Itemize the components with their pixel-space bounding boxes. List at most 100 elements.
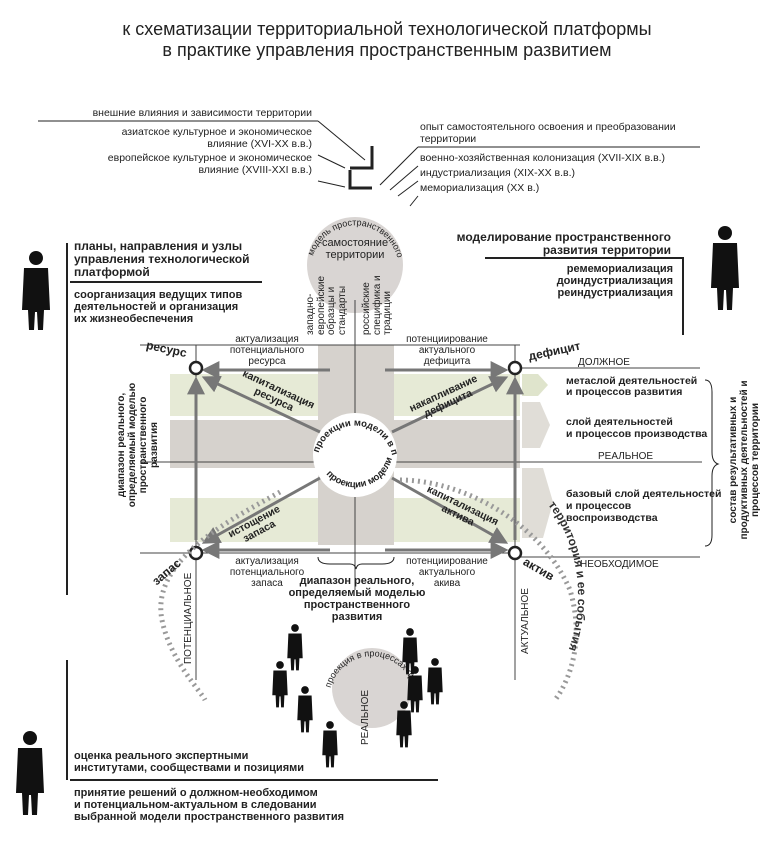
layer-chevron-1 bbox=[522, 374, 548, 396]
node-deficit bbox=[507, 360, 523, 376]
composition-line2: продуктивных деятельностей и bbox=[739, 380, 750, 540]
western-line1: западно- bbox=[305, 293, 316, 335]
plans-label-line2: управления технологической bbox=[74, 252, 250, 266]
european-influence-line2: влияние (XVIII-XXI в.в.) bbox=[198, 164, 312, 176]
pot-deficit-line3: дефицита bbox=[423, 356, 471, 367]
decision-circle bbox=[332, 648, 412, 728]
modeling-label-line1: моделирование пространственного bbox=[456, 230, 671, 244]
asian-influence-line1: азиатское культурное и экономическое bbox=[121, 126, 312, 138]
necessary-label: НЕОБХОДИМОЕ bbox=[580, 559, 659, 570]
plans-label-line1: планы, направления и узлы bbox=[74, 239, 243, 253]
self-standing-line1: самостояние bbox=[321, 237, 389, 249]
pot-deficit-label: потенциирование актуального дефицита bbox=[392, 334, 502, 367]
person-icon-bottom-left bbox=[16, 731, 44, 815]
act-reserve-line3: запаса bbox=[251, 578, 283, 589]
pot-asset-line1: потенциирование bbox=[406, 556, 488, 567]
act-reserve-line1: актуализация bbox=[235, 556, 299, 567]
diagram-title-line2: в практике управления пространственным р… bbox=[162, 40, 612, 60]
bottom-range-line4: развития bbox=[331, 611, 383, 623]
org-label-line1: соорганизация ведущих типов bbox=[74, 289, 243, 301]
evaluation-line1: оценка реального экспертными bbox=[74, 750, 249, 762]
real-label: РЕАЛЬНОЕ bbox=[598, 451, 654, 462]
act-reserve-line2: потенциального bbox=[229, 567, 305, 578]
influence-bracket-bottom bbox=[348, 170, 372, 190]
dotted-arc-left bbox=[158, 489, 282, 702]
external-influences-label: внешние влияния и зависимости территории bbox=[92, 107, 312, 119]
composition-line1: состав результативных и bbox=[728, 396, 739, 524]
layer3-line3: воспроизводства bbox=[566, 512, 658, 524]
left-range-line2: определяемый моделью bbox=[127, 382, 138, 508]
person-icon-top-left bbox=[22, 251, 50, 330]
actual-label: АКТУАЛЬНОЕ bbox=[520, 588, 531, 654]
layers-brace bbox=[704, 379, 720, 547]
pot-asset-label: потенциирование актуального акива bbox=[392, 556, 502, 589]
bottom-range-line1: диапазон реального, bbox=[299, 575, 415, 587]
layer-chevron-3 bbox=[522, 468, 553, 538]
colonization-label: военно-хозяйственная колонизация (XVII-X… bbox=[420, 152, 666, 164]
bottom-range-line2: определяемый моделью bbox=[288, 587, 426, 599]
people-group-icon bbox=[272, 624, 443, 768]
western-standards-label: западно- европейские образцы и стандарты bbox=[305, 276, 348, 335]
european-influence-line1: европейское культурное и экономическое bbox=[107, 152, 312, 164]
russian-line3: традиции bbox=[382, 290, 393, 335]
layer1-line2: и процессов развития bbox=[566, 386, 683, 398]
industrialization-label: индустриализация (XIX-XX в.в.) bbox=[420, 167, 575, 179]
left-range-line1: диапазон реального, bbox=[116, 392, 127, 498]
evaluation-line2: институтами, сообществами и позициями bbox=[74, 762, 305, 774]
rememorialization-label: ремемориализация bbox=[566, 263, 673, 275]
node-reserve bbox=[188, 545, 204, 561]
asian-influence-line2: влияние (XVI-XX в.в.) bbox=[207, 138, 312, 150]
preindustrialization-label: доиндустриализация bbox=[556, 275, 673, 287]
russian-line1: российские bbox=[361, 282, 372, 335]
bottom-brace bbox=[317, 556, 395, 570]
layer3-line2: и процессов bbox=[566, 500, 632, 512]
western-line4: стандарты bbox=[336, 285, 348, 335]
composition-label: состав результативных и продуктивных дея… bbox=[728, 375, 761, 545]
bottom-range-line3: пространственного bbox=[303, 599, 411, 611]
self-development-line1: опыт самостоятельного освоения и преобра… bbox=[420, 121, 676, 133]
pot-deficit-line1: потенциирование bbox=[406, 334, 488, 345]
left-range-line4: развития bbox=[149, 422, 160, 468]
real-bottom-label: РЕАЛЬНОЕ bbox=[360, 689, 371, 745]
self-development-line2: территории bbox=[420, 133, 477, 145]
reindustrialization-label: реиндустриализация bbox=[557, 287, 673, 299]
pot-asset-line2: актуального bbox=[418, 567, 476, 578]
node-asset bbox=[507, 545, 523, 561]
decision-line2: и потенциальном-актуальном в следовании bbox=[74, 799, 317, 811]
layer-chevron-2 bbox=[522, 402, 550, 448]
influence-bracket-top bbox=[350, 146, 374, 170]
act-resource-line1: актуализация bbox=[235, 334, 299, 345]
memorialization-label: мемориализация (XX в.) bbox=[420, 182, 540, 194]
top-model-circle bbox=[307, 217, 403, 313]
russian-tradition-label: российские специфика и традиции bbox=[361, 275, 394, 335]
plans-label-line3: платформой bbox=[74, 265, 150, 279]
person-icon-top-right bbox=[711, 226, 739, 310]
diagram-title-line1: к схематизации территориальной технологи… bbox=[122, 19, 652, 39]
org-label-line2: деятельностей и организация bbox=[74, 301, 239, 313]
act-resource-label: актуализация потенциального ресурса bbox=[212, 334, 322, 367]
western-line3: образцы и bbox=[326, 286, 337, 335]
act-reserve-label: актуализация потенциального запаса bbox=[212, 556, 322, 589]
self-standing-label: самостояние территории bbox=[318, 237, 392, 261]
act-resource-line3: ресурса bbox=[248, 356, 286, 367]
node-resource bbox=[188, 360, 204, 376]
influence-lines bbox=[38, 120, 700, 207]
decision-line3: выбранной модели пространственного разви… bbox=[74, 811, 344, 823]
left-range-line3: пространственного bbox=[138, 396, 149, 494]
left-range-label: диапазон реального, определяемый моделью… bbox=[116, 380, 160, 510]
potential-label: ПОТЕНЦИАЛЬНОЕ bbox=[183, 572, 194, 664]
org-label-line3: их жизнеобеспечения bbox=[74, 313, 194, 325]
layer2-line1: слой деятельностей bbox=[566, 416, 673, 428]
right-panel-frame bbox=[485, 257, 684, 335]
modeling-label-line2: развития территории bbox=[542, 243, 671, 257]
decision-line1: принятие решений о должном-необходимом bbox=[74, 787, 318, 799]
pot-deficit-line2: актуального bbox=[418, 345, 476, 356]
act-resource-line2: потенциального bbox=[229, 345, 305, 356]
layer1-line1: метаслой деятельностей bbox=[566, 375, 698, 387]
corner-arrows bbox=[187, 361, 524, 559]
layer3-line1: базовый слой деятельностей bbox=[566, 488, 722, 500]
composition-line3: процессов территории bbox=[750, 402, 761, 518]
center-circle bbox=[313, 413, 397, 497]
bottom-range-label: диапазон реального, определяемый моделью… bbox=[272, 575, 442, 623]
